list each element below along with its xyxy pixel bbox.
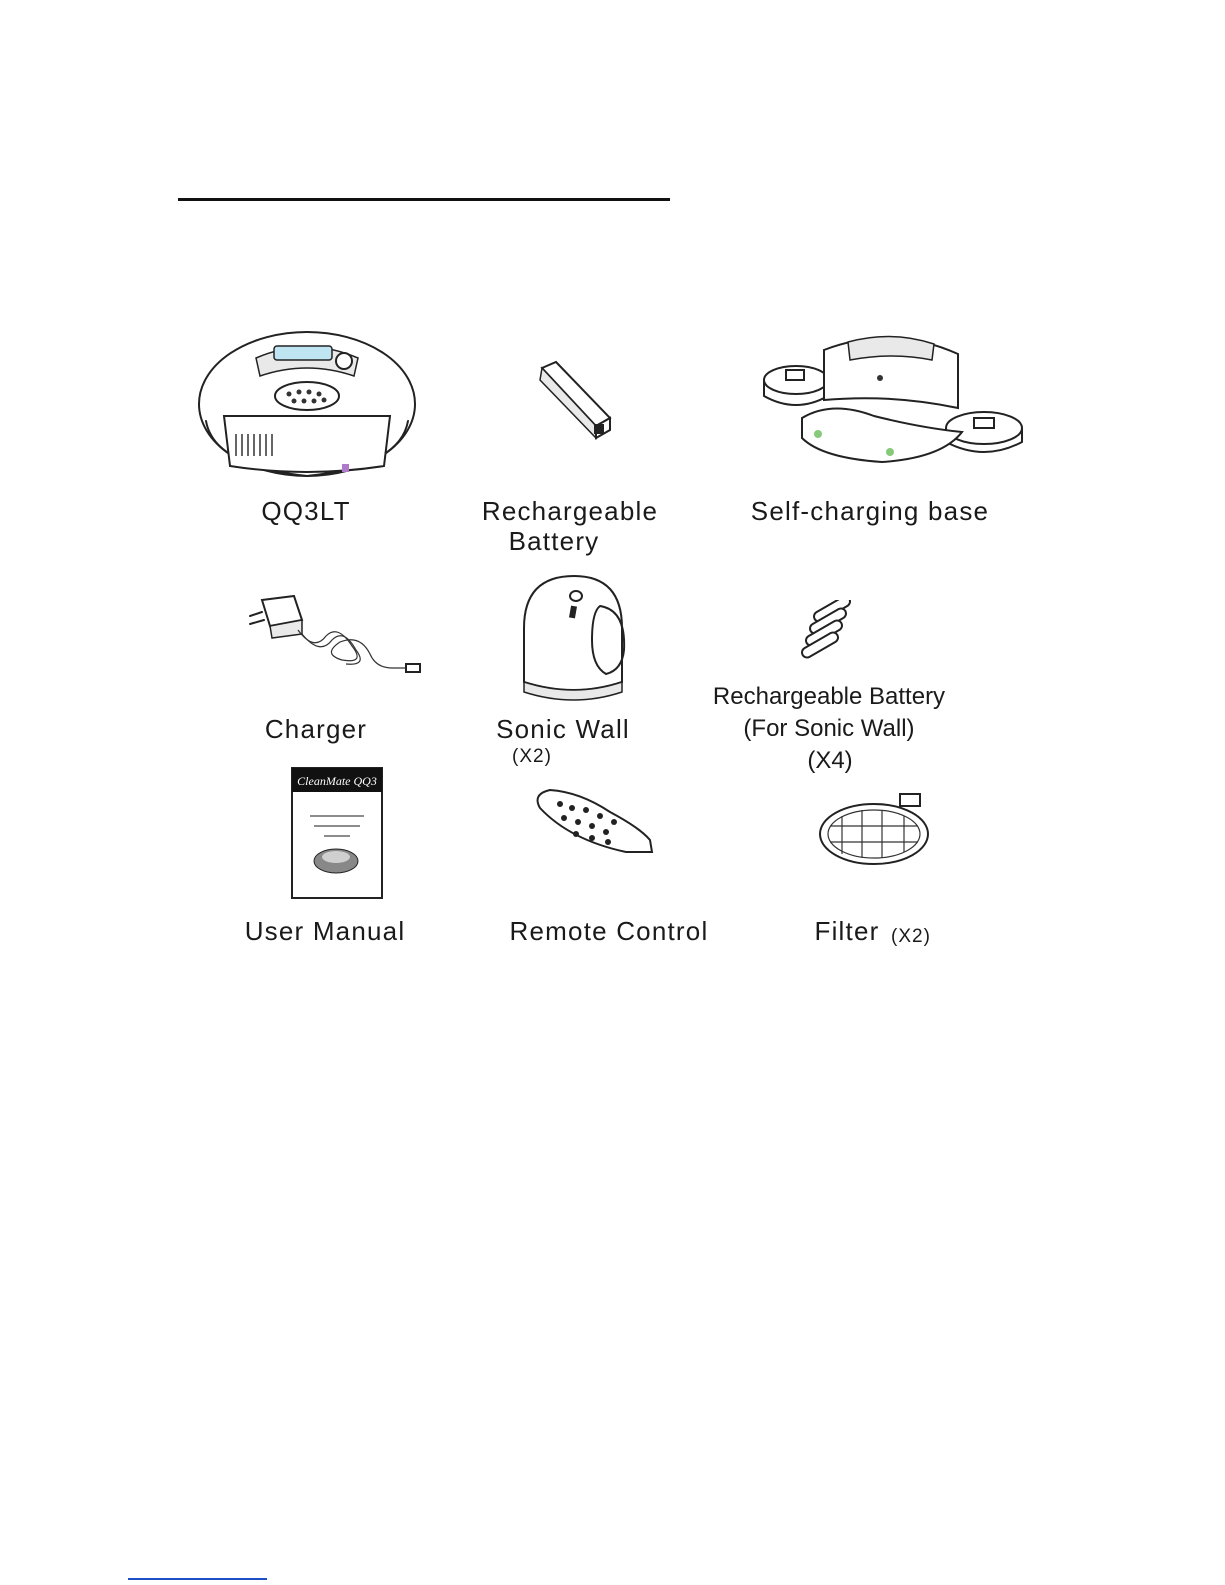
- footnote-rule: [128, 1578, 267, 1580]
- filter-illustration: [818, 792, 932, 866]
- section-heading-rule: [178, 198, 670, 201]
- manual-cover-brand: CleanMate QQ3: [297, 774, 377, 788]
- charger-illustration: [242, 594, 424, 686]
- item-label-self-charging-base: Self-charging base: [740, 496, 1000, 526]
- aa-batteries-illustration: [800, 600, 854, 660]
- item-label-charger: Charger: [228, 714, 404, 744]
- item-label-rechargeable-battery: Rechargeable: [460, 496, 680, 526]
- charging-base-illustration: [762, 330, 1026, 468]
- item-qty-sonic-wall: (X2): [500, 742, 564, 772]
- item-label-qq3lt: QQ3LT: [206, 496, 406, 526]
- item-label-sonic-wall-battery-line2: (For Sonic Wall): [694, 714, 964, 744]
- item-label-remote-control: Remote Control: [482, 916, 736, 946]
- item-label-rechargeable-battery-line2: Battery: [460, 526, 648, 556]
- item-label-filter: Filter: [806, 916, 888, 946]
- item-label-sonic-wall-battery: Rechargeable Battery: [694, 682, 964, 712]
- item-label-sonic-wall: Sonic Wall: [478, 714, 648, 744]
- sonic-wall-illustration: [520, 570, 626, 706]
- user-manual-illustration: CleanMate QQ3: [290, 766, 384, 900]
- item-qty-sonic-wall-battery: (X4): [790, 746, 870, 776]
- battery-pack-illustration: [524, 360, 614, 444]
- robot-vacuum-illustration: [194, 316, 420, 486]
- item-label-user-manual: User Manual: [226, 916, 424, 946]
- item-qty-filter: (X2): [888, 922, 934, 952]
- remote-control-illustration: [530, 788, 654, 854]
